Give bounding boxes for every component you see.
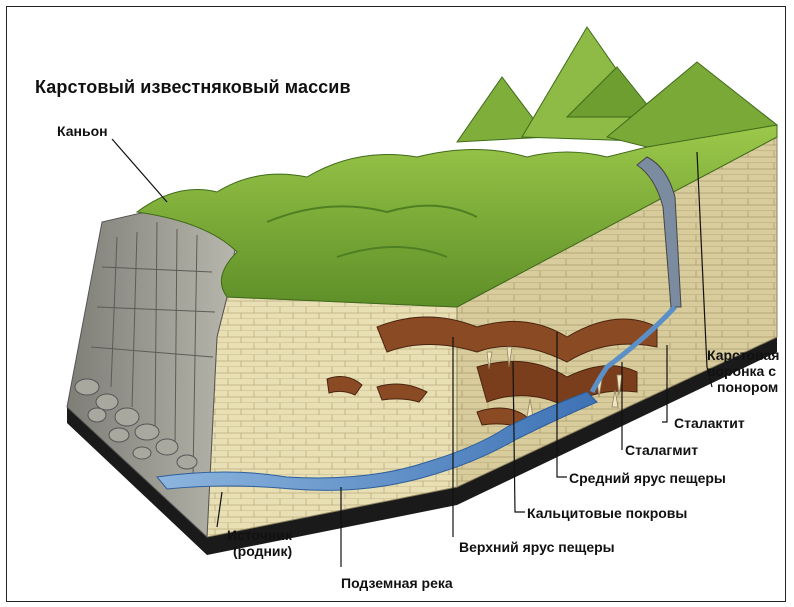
mountains	[457, 27, 777, 147]
diagram-frame: Карстовый известняковый массив Каньон Ка…	[6, 6, 786, 602]
label-spring-line1: Источник	[227, 527, 292, 543]
label-upper-cave-tier: Верхний ярус пещеры	[459, 539, 615, 555]
label-middle-cave-tier: Средний ярус пещеры	[569, 470, 726, 486]
diagram-title: Карстовый известняковый массив	[35, 77, 351, 98]
label-sinkhole-line3: понором	[717, 379, 778, 395]
label-stalagmite: Сталагмит	[625, 442, 698, 458]
label-calcite-crusts: Кальцитовые покровы	[527, 505, 687, 521]
label-stalactite: Сталактит	[674, 415, 745, 431]
label-canyon: Каньон	[57, 123, 108, 139]
label-spring-line2: (родник)	[233, 543, 292, 559]
label-sinkhole-line2: воронка с	[707, 363, 776, 379]
label-sinkhole-line1: Карстовая	[707, 347, 779, 363]
label-underground-river: Подземная река	[341, 575, 453, 591]
